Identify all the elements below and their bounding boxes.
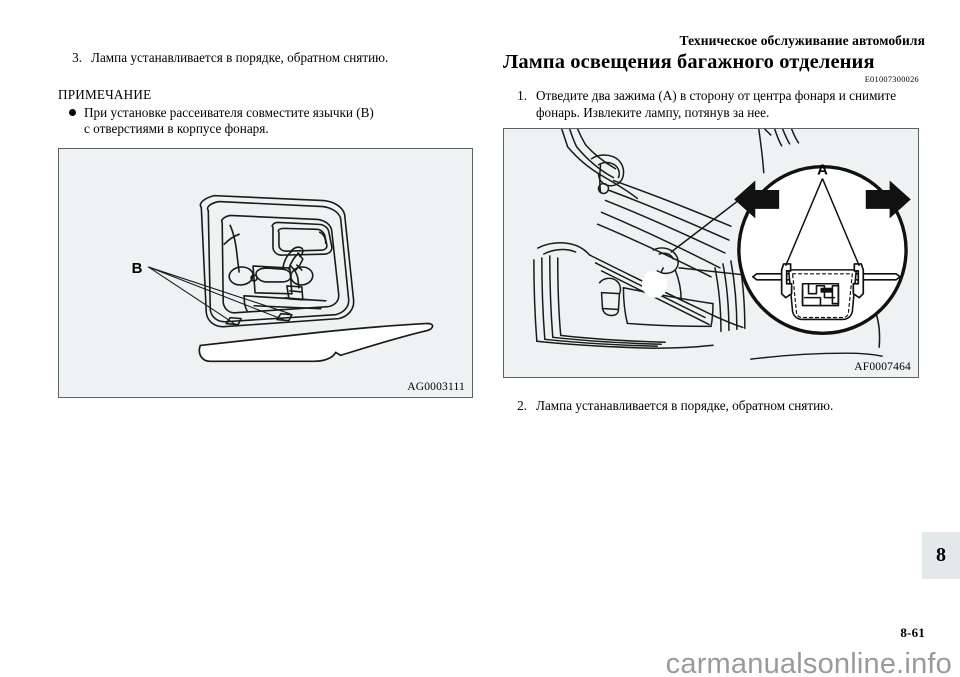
right-step-1: 1. Отведите два зажима (A) в сторону от … — [503, 88, 919, 121]
right-step-1-number: 1. — [517, 88, 527, 103]
magnifier-circle — [737, 165, 908, 336]
right-arrow-icon — [865, 180, 911, 219]
figure-dome-lamp-callout-b: B — [132, 261, 143, 277]
chapter-tab: 8 — [922, 532, 960, 579]
left-step-3-number: 3. — [72, 50, 82, 65]
right-column-after-figure: 2. Лампа устанавливается в порядке, обра… — [503, 398, 919, 415]
figure-dome-lamp-drawing: B — [132, 194, 434, 363]
note-bullet-line-2: с отверстиями в корпусе фонаря. — [84, 121, 269, 136]
left-step-3-text: Лампа устанавливается в порядке, обратно… — [91, 50, 389, 65]
section-reference-code: E01007300026 — [864, 75, 919, 84]
note-heading: ПРИМЕЧАНИЕ — [58, 86, 152, 102]
figure-luggage-lamp: A AF0007464 — [503, 128, 919, 378]
right-step-2-text: Лампа устанавливается в порядке, обратно… — [536, 398, 834, 413]
note-bullet-line-1: При установке рассеивателя совместите яз… — [84, 104, 374, 120]
right-column: Лампа освещения багажного отделения E010… — [503, 50, 919, 121]
right-step-1-line-1: Отведите два зажима (A) в сторону от цен… — [536, 88, 897, 103]
figure-luggage-lamp-callout-a: A — [817, 163, 828, 179]
page-header-title: Техническое обслуживание автомобиля — [679, 33, 925, 48]
section-heading: Лампа освещения багажного отделения — [503, 51, 875, 73]
left-arrow-icon — [734, 180, 780, 219]
site-watermark: carmanualsonline.info — [665, 648, 952, 677]
right-step-2: 2. Лампа устанавливается в порядке, обра… — [503, 398, 919, 415]
page-number: 8-61 — [900, 625, 925, 640]
figure-dome-lamp: B AG0003111 — [58, 148, 473, 398]
left-column: 3. Лампа устанавливается в порядке, обра… — [58, 50, 474, 138]
figure-luggage-lamp-drawing: A — [533, 129, 911, 360]
left-step-3: 3. Лампа устанавливается в порядке, обра… — [58, 50, 474, 67]
chapter-tab-number: 8 — [936, 544, 946, 566]
figure-luggage-lamp-code: AF0007464 — [854, 361, 911, 373]
right-step-1-line-2: фонарь. Извлеките лампу, потянув за нее. — [536, 104, 770, 120]
right-step-2-number: 2. — [517, 398, 527, 413]
figure-dome-lamp-code: AG0003111 — [407, 381, 465, 393]
note-bullet: При установке рассеивателя совместите яз… — [58, 105, 474, 138]
bullet-dot-icon — [69, 108, 76, 116]
